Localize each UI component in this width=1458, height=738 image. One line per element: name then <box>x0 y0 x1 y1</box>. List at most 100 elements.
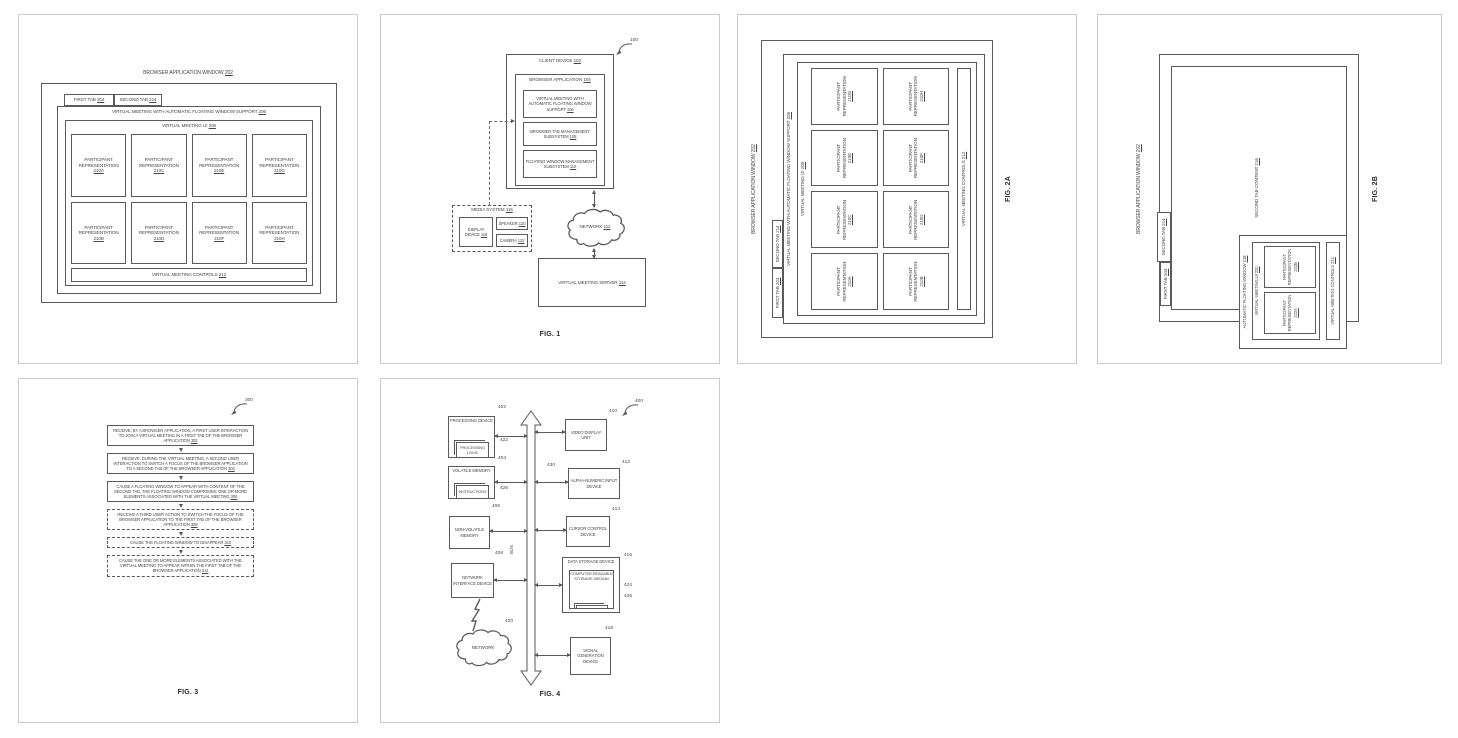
ref-420: 420 <box>505 619 514 624</box>
media-link <box>489 121 513 122</box>
leader-arrow <box>616 43 633 55</box>
display-device-box: DISPLAY DEVICE 118 <box>459 217 493 247</box>
figure-1: 100 CLIENT DEVICE 102 BROWSER APPLICATIO… <box>381 15 719 363</box>
automatic-floating-window: AUTOMATIC FLOATING WINDOW 218 VIRTUAL ME… <box>1238 235 1347 349</box>
meeting-controls-bar: VIRTUAL MEETING CONTROLS 212 <box>71 268 307 282</box>
leader-arrow <box>622 404 639 416</box>
processing-logic-box: PROCESSING LOGIC <box>454 440 489 457</box>
flow-step-optional: RECEIVE A THIRD USER ACTION TO SWITCH TH… <box>107 509 254 531</box>
browser-window-title: BROWSER APPLICATION WINDOW 202 <box>143 70 233 76</box>
volatile-memory-box: VOLATILE MEMORY INSTRUCTIONS <box>448 466 495 499</box>
browser-application-box: BROWSER APPLICATION 104 VIRTUAL MEETING … <box>515 74 605 186</box>
network-label: NETWORK <box>471 645 495 650</box>
figure-front: BROWSER APPLICATION WINDOW 202 FIRST TAB… <box>19 15 357 363</box>
system-ref: 300 <box>245 398 254 403</box>
flow-step-optional: CAUSE THE FLOATING WINDOW TO DISAPPEAR 3… <box>107 537 254 549</box>
flow-step: CAUSE A FLOATING WINDOW TO APPEAR WITH C… <box>107 481 254 503</box>
network-server-arrow <box>591 248 596 259</box>
sheet-panel-fig2b[interactable]: BROWSER APPLICATION WINDOW 202 FIRST TAB… <box>1097 14 1442 364</box>
media-link-arrowhead <box>511 118 515 123</box>
bus-label: BUS <box>509 544 515 555</box>
signal-generation-box: SIGNAL GENERATION DEVICE <box>570 637 611 675</box>
non-volatile-memory-box: NON-VOLATILE MEMORY <box>449 516 490 549</box>
sheet-panel-fig3[interactable]: 300 RECEIVE, BY A BROWSER APPLICATION, A… <box>18 378 358 723</box>
sheet-panel-fig1[interactable]: 100 CLIENT DEVICE 102 BROWSER APPLICATIO… <box>380 14 720 364</box>
figure-4: 400 BUS 430 PROCESSING DEVICE PROCESSING… <box>381 379 719 722</box>
cursor-control-box: CURSOR CONTROL DEVICE <box>566 516 610 547</box>
network-cloud <box>456 629 512 667</box>
flow-arrow <box>178 475 183 480</box>
lightning-bolt <box>470 598 481 632</box>
ref-412: 412 <box>622 460 631 465</box>
figure-3: 300 RECEIVE, BY A BROWSER APPLICATION, A… <box>19 379 357 722</box>
connector <box>534 653 571 657</box>
camera-box: CAMERA 122 <box>496 234 528 247</box>
network-label: NETWORK 112 <box>579 224 611 229</box>
connector <box>534 583 563 587</box>
network-cloud <box>567 208 625 247</box>
flowchart: RECEIVE, BY A BROWSER APPLICATION, A FIR… <box>107 425 254 577</box>
figure-caption: FIG. 3 <box>177 689 199 696</box>
ref-408: 408 <box>495 551 504 556</box>
meeting-controls-bar: VIRTUAL MEETING CONTROLS 224 <box>1325 242 1340 340</box>
ref-418: 418 <box>605 626 614 631</box>
system-ref: 100 <box>630 38 639 43</box>
connector <box>493 578 528 582</box>
speaker-box: SPEAKER 120 <box>496 217 528 230</box>
bus-ref: 430 <box>547 463 556 468</box>
media-system-box: MEDIA SYSTEM 116 DISPLAY DEVICE 118 SPEA… <box>452 205 532 252</box>
browser-window-title: BROWSER APPLICATION WINDOW 202 <box>1135 144 1142 234</box>
processing-device-box: PROCESSING DEVICE PROCESSING LOGIC <box>448 416 495 458</box>
alphanumeric-input-box: ALPHA-NUMERIC INPUT DEVICE <box>568 468 620 499</box>
flow-arrow <box>178 447 183 452</box>
sheet-panel-fig2a[interactable]: BROWSER APPLICATION WINDOW 202 FIRST TAB… <box>737 14 1077 364</box>
floating-window-support-box: VIRTUAL MEETING WITH AUTOMATIC FLOATING … <box>523 90 597 118</box>
flow-arrow <box>178 531 183 536</box>
bus-arrow <box>520 410 542 686</box>
ref-410: 410 <box>609 409 618 414</box>
ref-424: 424 <box>624 583 633 588</box>
ref-414: 414 <box>612 507 621 512</box>
network-interface-box: NETWORK INTERFACE DEVICE <box>451 563 494 598</box>
sheet-panel-fig4[interactable]: 400 BUS 430 PROCESSING DEVICE PROCESSING… <box>380 378 720 723</box>
sheet-panel-front[interactable]: BROWSER APPLICATION WINDOW 202 FIRST TAB… <box>18 14 358 364</box>
ref-416: 416 <box>624 553 633 558</box>
flow-step: RECEIVE, DURING THE VIRTUAL MEETING, A S… <box>107 453 254 475</box>
virtual-meeting-server-box: VIRTUAL MEETING SERVER 114 <box>538 258 646 307</box>
ref-402: 402 <box>498 405 507 410</box>
ref-426b: 426 <box>624 594 633 599</box>
connector <box>489 529 528 533</box>
tab-second: SECOND TAB 214 <box>114 94 162 106</box>
tab-first: FIRST TAB 204 <box>772 268 783 318</box>
ref-422: 422 <box>500 438 509 443</box>
flow-step: RECEIVE, BY A BROWSER APPLICATION, A FIR… <box>107 425 254 447</box>
floating-ui-box: VIRTUAL MEETING UI 220 PARTICIPANT REPRE… <box>1251 242 1320 340</box>
client-network-arrow <box>591 190 596 208</box>
tab-first: FIRST TAB 204 <box>64 94 114 106</box>
figure-caption: FIG. 2B <box>1371 176 1379 202</box>
figure-caption: FIG. 1 <box>539 331 561 338</box>
tab-second: SECOND TAB 214 <box>1156 212 1171 262</box>
figure-caption: FIG. 4 <box>539 691 561 698</box>
figure-caption: FIG. 2A <box>1005 176 1012 202</box>
flow-arrow <box>178 503 183 508</box>
system-ref: 400 <box>635 399 644 404</box>
storage-medium-box: COMPUTER-READABLE STORAGE MEDIUM INSTRUC… <box>569 570 614 609</box>
figure-2a: BROWSER APPLICATION WINDOW 202 FIRST TAB… <box>751 24 1063 354</box>
